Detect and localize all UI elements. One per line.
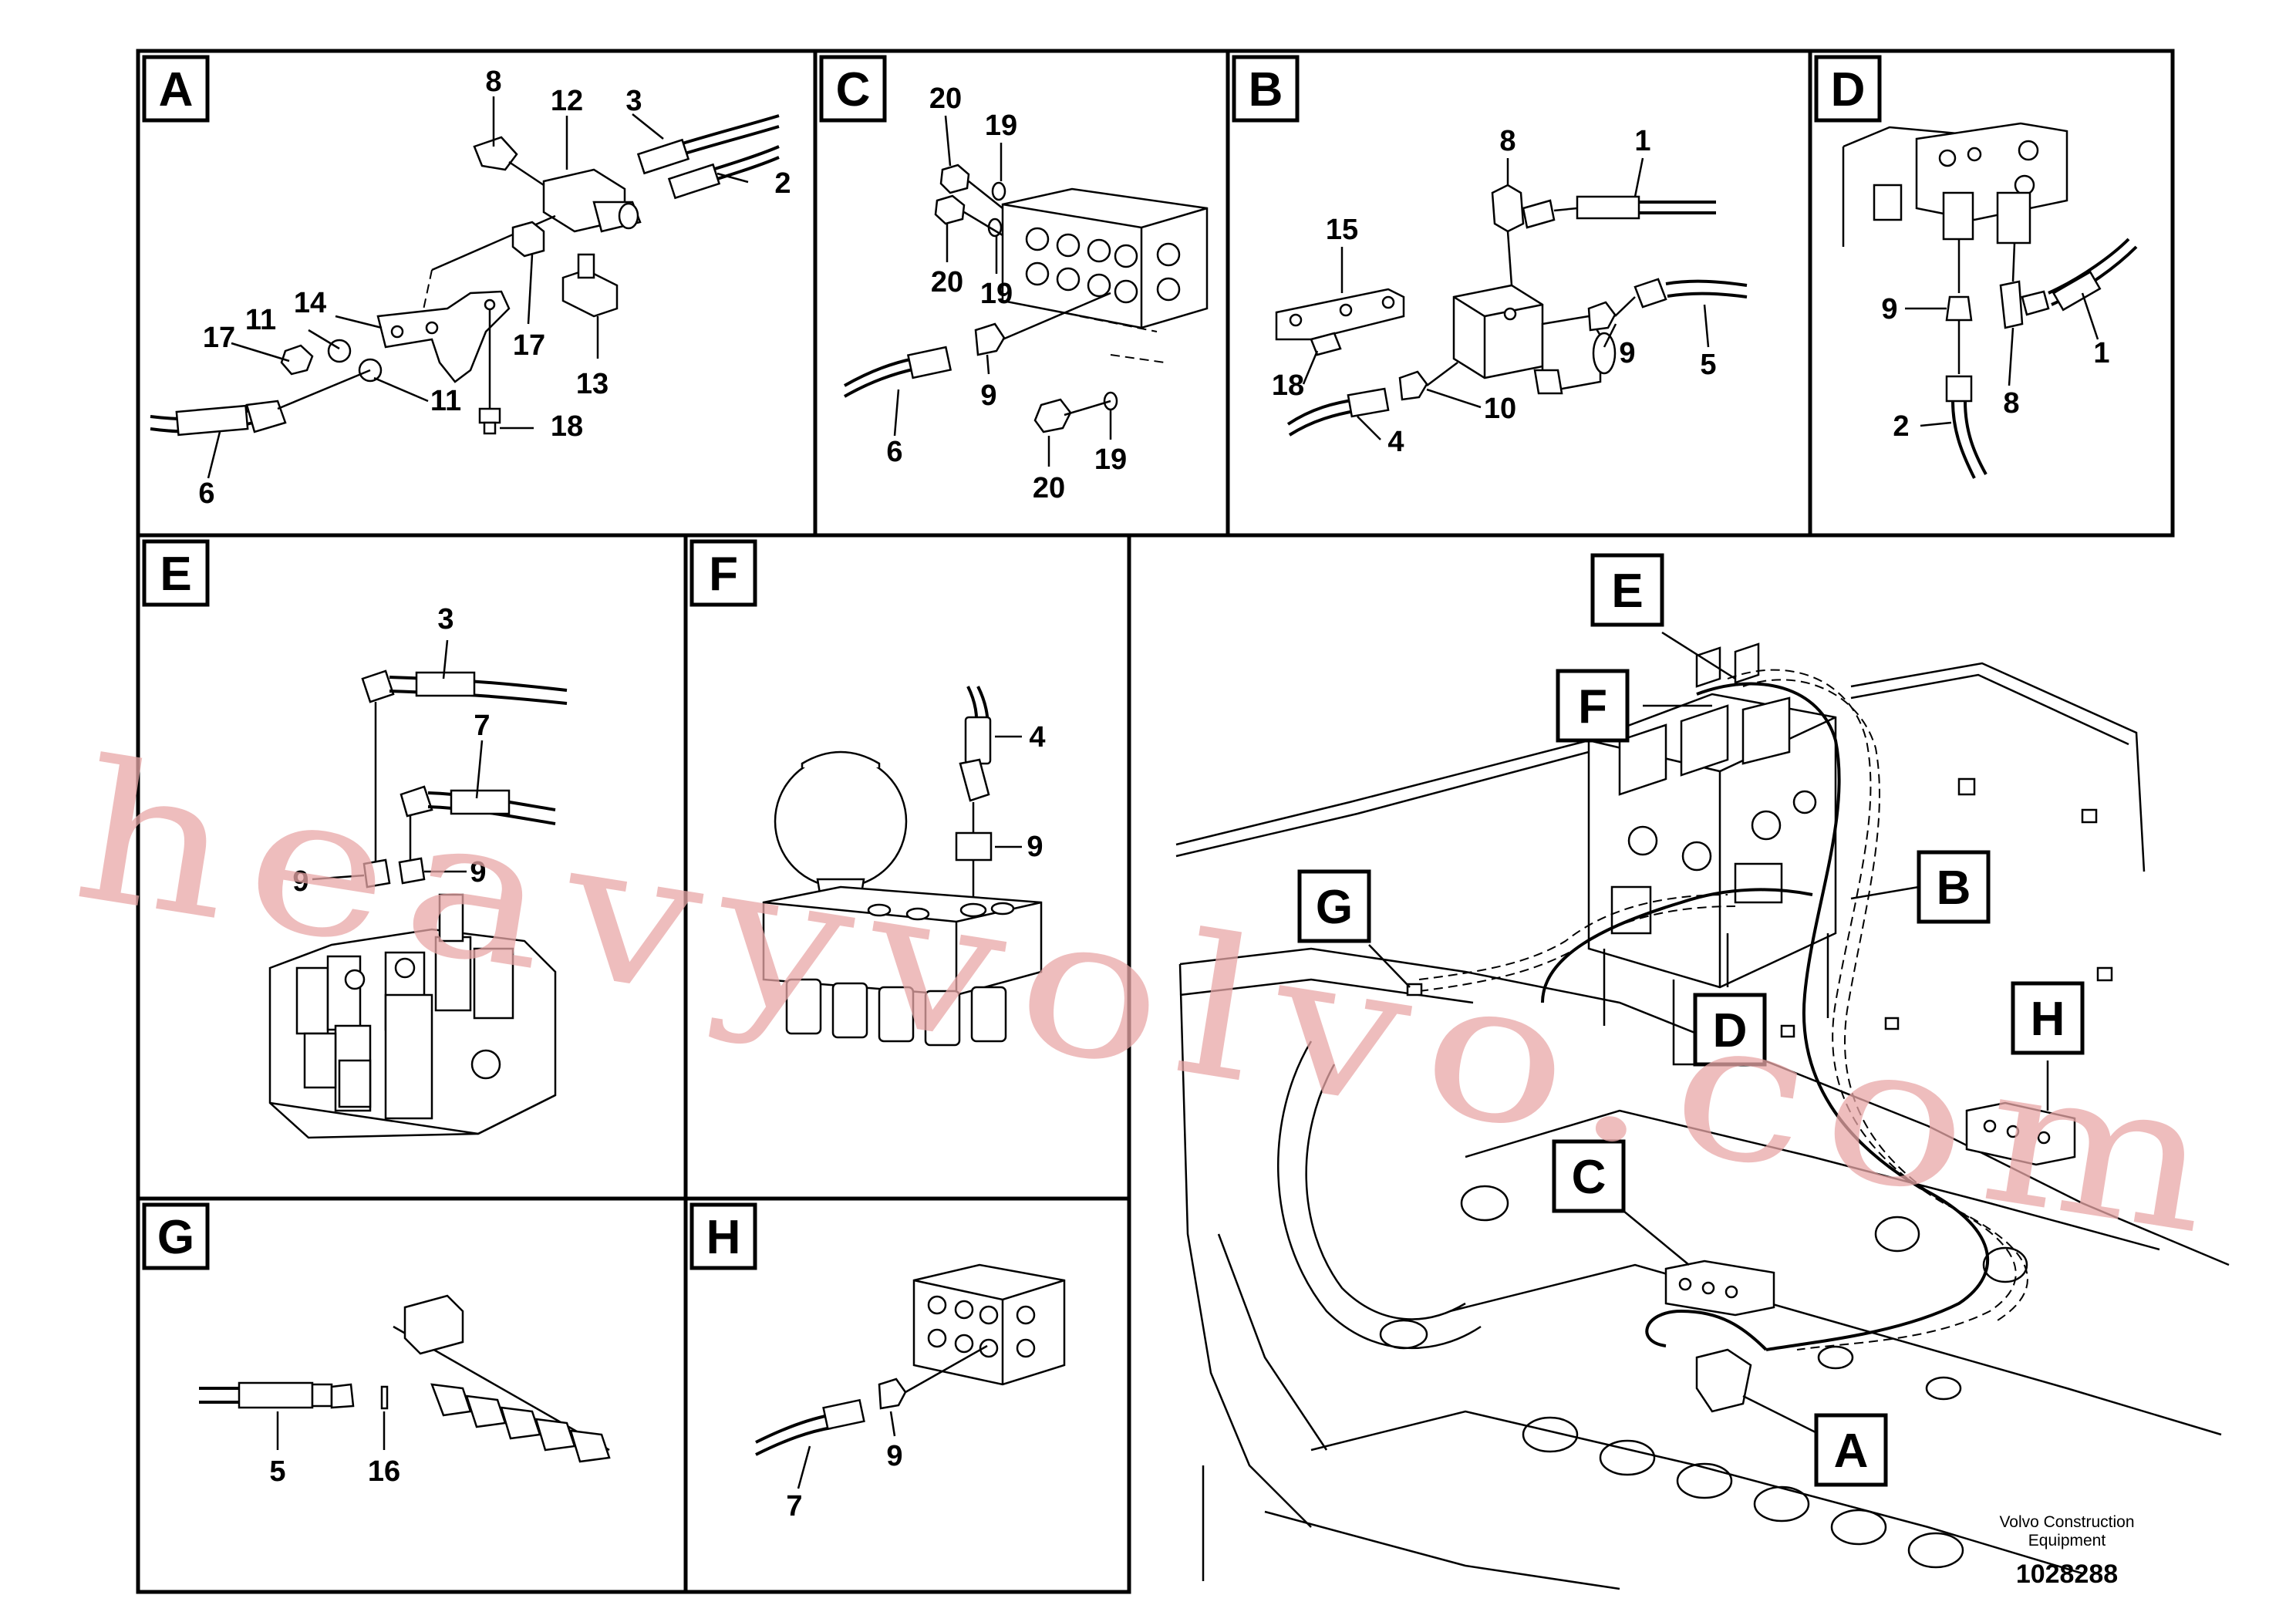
- callout-f-4: 4: [1029, 721, 1045, 754]
- overview-tag-h: H: [2031, 993, 2065, 1046]
- callout-g-5: 5: [269, 1455, 285, 1488]
- callout-b-10: 10: [1484, 393, 1516, 425]
- drawing-number: 1028288: [2016, 1560, 2118, 1589]
- callout-a-8: 8: [485, 66, 501, 98]
- overview-tag-c: C: [1572, 1151, 1607, 1204]
- callout-c-6: 6: [886, 436, 902, 468]
- callout-a-17: 17: [203, 322, 235, 354]
- company-line-2: Equipment: [2028, 1532, 2106, 1549]
- panel-g-drawing: [199, 1294, 611, 1463]
- callout-b-8: 8: [1499, 125, 1515, 157]
- overview-tag-f: F: [1578, 680, 1607, 733]
- callout-c-19b: 19: [980, 278, 1013, 310]
- callout-a-11: 11: [245, 304, 276, 336]
- panel-a-tag: A: [159, 63, 194, 116]
- callout-d-9: 9: [1881, 293, 1897, 325]
- callout-a-13: 13: [576, 368, 609, 400]
- callout-e-3: 3: [437, 603, 453, 636]
- company-line-1: Volvo Construction: [1999, 1513, 2134, 1531]
- overview-tag-a: A: [1834, 1425, 1869, 1478]
- panel-a-callouts: 8 12 3 2 14 11 17 17 13 11 18 6: [198, 66, 791, 510]
- overview-tag-b: B: [1937, 862, 1971, 915]
- panel-d-callouts: 9 1 2 8: [1881, 293, 2109, 443]
- callout-b-1: 1: [1634, 125, 1650, 157]
- callout-c-19c: 19: [1094, 443, 1127, 476]
- panel-h-tag: H: [706, 1211, 741, 1264]
- callout-b-18: 18: [1272, 369, 1304, 402]
- callout-b-5: 5: [1700, 349, 1716, 381]
- callout-a-3: 3: [625, 85, 642, 117]
- panel-f-callouts: 4 9: [1027, 721, 1045, 863]
- callout-e-7: 7: [474, 710, 490, 742]
- callout-h-9: 9: [886, 1440, 902, 1472]
- callout-c-20c: 20: [1033, 472, 1065, 504]
- panel-g-frame: [136, 1196, 688, 1594]
- panel-c-callouts: 20 19 20 19 6 9 20 19: [886, 83, 1127, 504]
- overview-tag-e: E: [1611, 565, 1643, 618]
- callout-a-6: 6: [198, 477, 214, 510]
- panel-d-drawing: [1842, 122, 2138, 479]
- panel-tags: A C B D E F G H: [142, 55, 1882, 1270]
- panel-h-callouts: 7 9: [786, 1440, 902, 1523]
- panel-f-tag: F: [709, 548, 738, 601]
- panel-c-tag: C: [836, 63, 871, 116]
- callout-a-11b: 11: [430, 385, 461, 417]
- panel-a-drawing: [150, 96, 780, 479]
- panel-d-frame: [1808, 49, 2175, 538]
- panel-g-callouts: 5 16: [269, 1455, 400, 1488]
- overview-tag-d: D: [1713, 1004, 1748, 1057]
- panel-f-drawing: [762, 686, 1043, 1047]
- callout-e-9a: 9: [292, 865, 308, 898]
- panel-c-drawing: [844, 115, 1209, 467]
- callout-a-18: 18: [551, 410, 583, 443]
- panel-d-tag: D: [1831, 63, 1866, 116]
- callout-c-9: 9: [980, 379, 996, 412]
- callout-d-8: 8: [2003, 387, 2019, 420]
- panel-frames: [136, 49, 2175, 1594]
- callout-b-15: 15: [1326, 214, 1358, 246]
- callout-c-20: 20: [929, 83, 962, 115]
- panel-e-tag: E: [160, 548, 191, 601]
- footer: Volvo Construction Equipment 1028288: [1999, 1513, 2134, 1589]
- panel-b-callouts: 8 1 15 9 5 18 4 10: [1272, 125, 1717, 458]
- overview-tags: E F G B D H C A: [1297, 553, 2085, 1487]
- callout-c-19: 19: [985, 110, 1017, 142]
- panel-b-tag: B: [1249, 63, 1283, 116]
- panel-h-frame: [683, 1196, 1131, 1594]
- callout-h-7: 7: [786, 1490, 802, 1523]
- callout-e-9b: 9: [470, 856, 486, 889]
- callout-a-2: 2: [774, 167, 791, 200]
- panel-h-drawing: [755, 1263, 1066, 1489]
- callout-a-17b: 17: [513, 329, 545, 362]
- callout-b-9: 9: [1619, 337, 1635, 369]
- callout-g-16: 16: [368, 1455, 400, 1488]
- panel-b-drawing: [1275, 157, 1748, 440]
- callout-d-2: 2: [1893, 410, 1909, 443]
- panel-e-callouts: 3 7 9 9: [292, 603, 490, 898]
- overview-tag-g: G: [1316, 881, 1353, 934]
- callout-f-9: 9: [1027, 831, 1043, 863]
- callout-d-1: 1: [2093, 337, 2109, 369]
- overview-drawing: [1175, 631, 2230, 1590]
- callout-b-4: 4: [1387, 426, 1404, 458]
- callout-a-14: 14: [294, 287, 326, 319]
- callout-c-20b: 20: [931, 266, 963, 298]
- panel-g-tag: G: [157, 1211, 194, 1264]
- panel-e-drawing: [268, 639, 568, 1139]
- callout-a-12: 12: [551, 85, 583, 117]
